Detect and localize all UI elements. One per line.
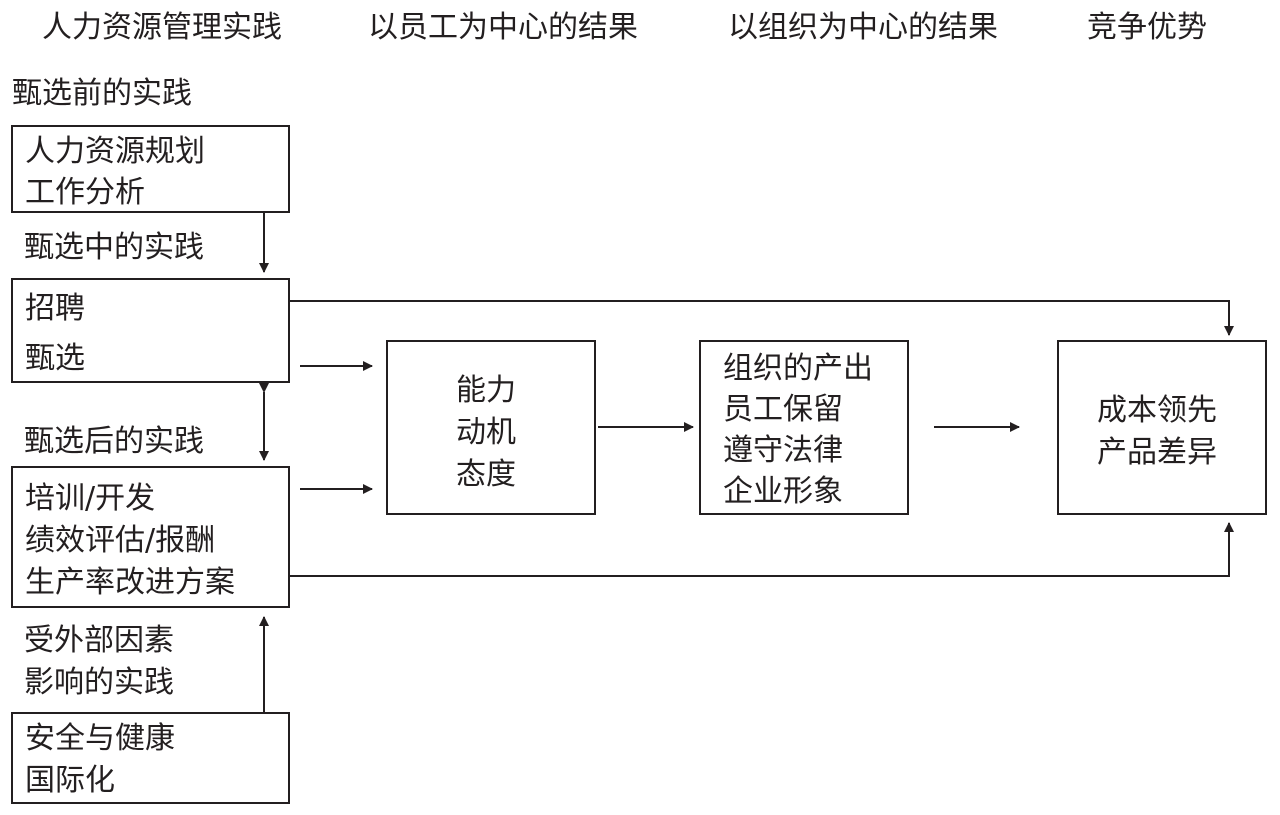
header-hr-practices: 人力资源管理实践 [42, 10, 282, 45]
label-pre-selection: 甄选前的实践 [12, 76, 192, 111]
item-hr-planning: 人力资源规划 [25, 134, 205, 169]
header-org-outcomes: 以组织为中心的结果 [728, 10, 998, 45]
item-compliance: 遵守法律 [723, 433, 843, 468]
item-job-analysis: 工作分析 [25, 175, 145, 210]
box-post-selection: 培训/开发 绩效评估/报酬 生产率改进方案 [11, 466, 290, 608]
box-pre-selection: 人力资源规划 工作分析 [11, 125, 290, 213]
box-during-selection: 招聘 甄选 [11, 278, 290, 383]
item-motivation: 动机 [456, 415, 516, 450]
box-org-outcomes: 组织的产出 员工保留 遵守法律 企业形象 [699, 340, 909, 515]
item-internationalization: 国际化 [25, 763, 115, 798]
item-productivity: 生产率改进方案 [25, 565, 235, 600]
item-retention: 员工保留 [723, 392, 843, 427]
label-post-selection: 甄选后的实践 [24, 424, 204, 459]
arrow-during-to-competitive [290, 300, 1234, 336]
box-employee-outcomes: 能力 动机 态度 [386, 340, 596, 515]
item-product-differentiation: 产品差异 [1097, 435, 1217, 470]
box-competitive-advantage: 成本领先 产品差异 [1057, 340, 1267, 515]
item-corporate-image: 企业形象 [723, 474, 843, 509]
item-safety-health: 安全与健康 [25, 721, 175, 756]
item-ability: 能力 [456, 373, 516, 408]
arrow-post-to-competitive [290, 522, 1234, 577]
item-recruitment: 招聘 [25, 291, 85, 326]
label-external-line2: 影响的实践 [24, 665, 174, 700]
item-appraisal: 绩效评估/报酬 [25, 523, 216, 558]
item-training: 培训/开发 [25, 481, 156, 516]
box-external: 安全与健康 国际化 [11, 712, 290, 804]
header-competitive-advantage: 竞争优势 [1087, 10, 1207, 45]
item-productivity-output: 组织的产出 [723, 351, 873, 386]
item-cost-leadership: 成本领先 [1097, 393, 1217, 428]
header-employee-outcomes: 以员工为中心的结果 [368, 10, 638, 45]
label-external-line1: 受外部因素 [24, 623, 174, 658]
item-selection: 甄选 [25, 341, 85, 376]
label-during-selection: 甄选中的实践 [24, 230, 204, 265]
item-attitude: 态度 [456, 457, 516, 492]
